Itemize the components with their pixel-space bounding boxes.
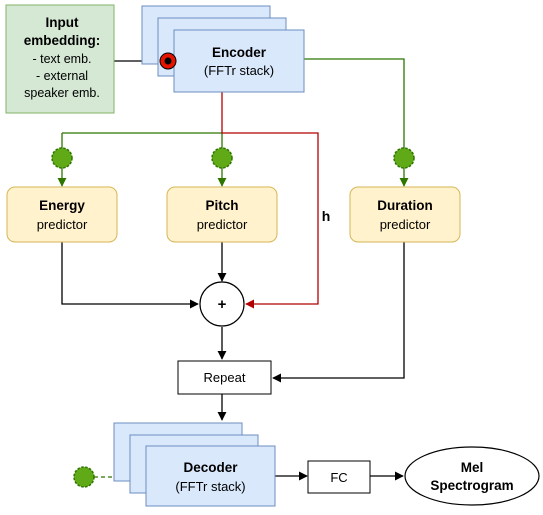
duration-gear-icon	[393, 147, 415, 169]
pitch-predictor-subtitle: predictor	[197, 217, 248, 232]
encoder-to-duration-connector	[304, 58, 409, 187]
sum-symbol: +	[218, 296, 227, 313]
decoder-title: Decoder	[183, 460, 238, 475]
mel-label-line2: Spectrogram	[430, 478, 513, 493]
energy-to-sum-connector	[61, 242, 199, 309]
decoder-gear-icon	[73, 466, 95, 488]
duration-predictor-box: Duration predictor	[349, 186, 461, 243]
encoder-subtitle: (FFTr stack)	[204, 63, 274, 78]
repeat-box: Repeat	[177, 360, 272, 395]
repeat-label: Repeat	[204, 370, 246, 385]
pitch-predictor-title: Pitch	[205, 198, 238, 213]
energy-gear-icon	[51, 147, 73, 169]
fc-box: FC	[307, 460, 371, 494]
sum-node: +	[199, 281, 245, 327]
pitch-gear-icon	[211, 147, 233, 169]
duration-predictor-subtitle: predictor	[380, 217, 431, 232]
input-embedding-item-external: - external	[36, 69, 88, 83]
decoder-subtitle: (FFTr stack)	[175, 479, 245, 494]
pitch-predictor-box: Pitch predictor	[166, 186, 278, 243]
mel-spectrogram-node: Mel Spectrogram	[404, 446, 540, 506]
input-embedding-item-speaker: speaker emb.	[24, 86, 100, 100]
input-embedding-title-line2: embedding:	[24, 33, 101, 48]
energy-predictor-box: Energy predictor	[6, 186, 118, 243]
duration-to-repeat-connector	[272, 242, 405, 383]
encoder-box	[173, 29, 305, 93]
mel-label-line1: Mel	[461, 460, 484, 475]
h-residual-connector	[221, 92, 319, 309]
encoder-title: Encoder	[212, 45, 267, 60]
h-label: h	[322, 208, 331, 224]
decoder-stack: Decoder (FFTr stack)	[113, 422, 276, 507]
fc-label: FC	[330, 470, 347, 485]
input-embedding-item-text: - text emb.	[32, 52, 91, 66]
encoder-stack: Encoder (FFTr stack)	[141, 5, 305, 93]
energy-predictor-title: Energy	[39, 198, 85, 213]
energy-predictor-subtitle: predictor	[37, 217, 88, 232]
input-embedding-box: Input embedding: - text emb. - external …	[5, 4, 115, 114]
duration-predictor-title: Duration	[377, 198, 433, 213]
decoder-box	[145, 445, 276, 507]
input-embedding-title-line1: Input	[46, 15, 79, 30]
encoder-input-dot-icon	[159, 52, 177, 70]
